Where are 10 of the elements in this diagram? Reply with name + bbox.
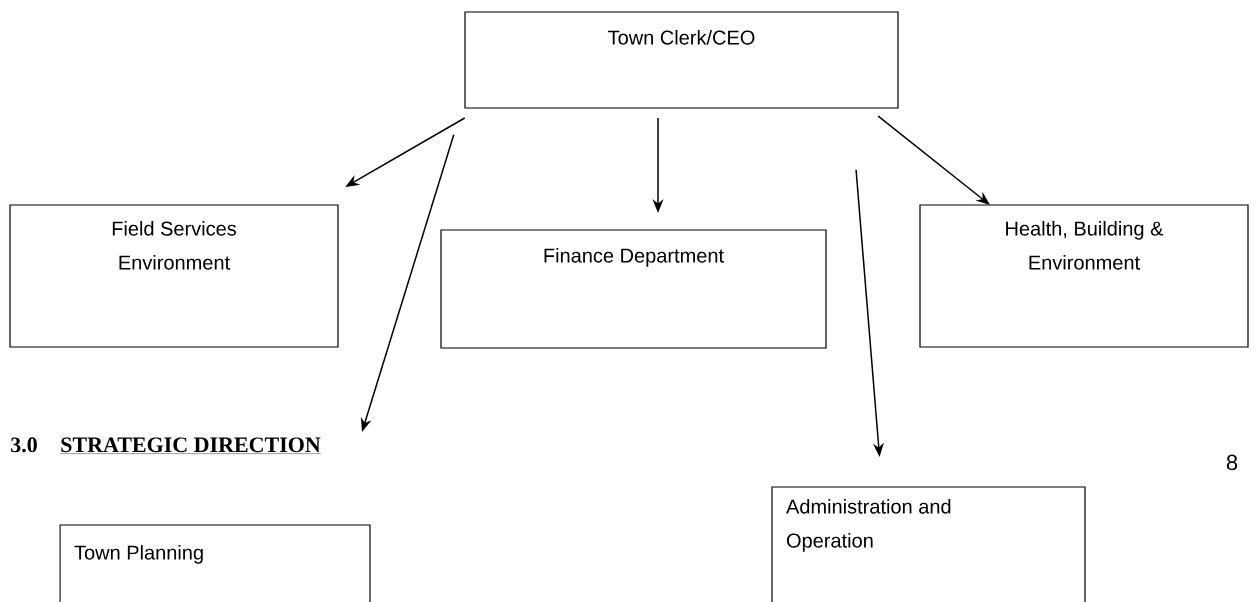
org-box: Town Planning [59, 524, 371, 602]
org-box: Administration and Operation [771, 486, 1086, 602]
heading: STRATEGIC DIRECTION [60, 437, 321, 454]
heading-number: 3.0 [11, 437, 37, 453]
org-box: Town Clerk/CEO [464, 11, 899, 109]
page-number: 8 [1226, 454, 1238, 471]
arrow [877, 115, 990, 205]
org-box: Field Services Environment [9, 204, 339, 348]
org-box: Finance Department [440, 229, 827, 349]
org-box: Health, Building & Environment [919, 204, 1249, 348]
